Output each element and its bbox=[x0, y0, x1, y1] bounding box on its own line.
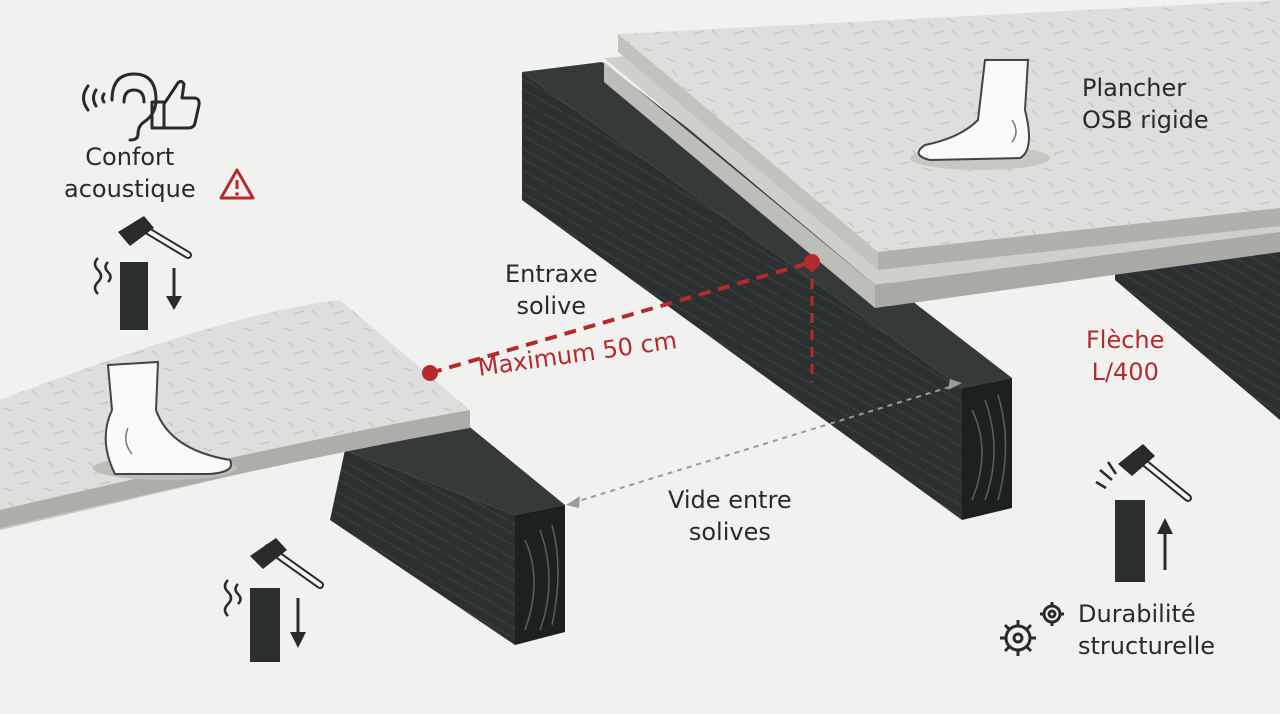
spacing-label: Entraxe solive bbox=[505, 260, 598, 320]
hammer-icon bbox=[1095, 444, 1192, 582]
joist-right bbox=[522, 62, 1012, 520]
thumbs-up-icon bbox=[150, 79, 201, 130]
foot-icon bbox=[93, 360, 237, 480]
joist-left bbox=[330, 415, 565, 645]
durability-label: Durabilité structurelle bbox=[1078, 600, 1216, 660]
joist-far-right bbox=[1115, 250, 1280, 420]
floor-label: Plancher OSB rigide bbox=[1082, 74, 1209, 134]
foot-icon bbox=[910, 59, 1050, 170]
gears-icon bbox=[1000, 602, 1064, 656]
arrow-down-icon bbox=[166, 268, 182, 310]
arrow-down-icon bbox=[290, 598, 306, 648]
spacing-dimension bbox=[422, 254, 820, 382]
void-dimension bbox=[566, 379, 962, 508]
void-label: Vide entre solives bbox=[668, 486, 792, 546]
warning-icon bbox=[219, 168, 255, 200]
hammer-icon bbox=[223, 538, 324, 662]
hammer-icon bbox=[93, 216, 192, 330]
deflection-label: Flèche L/400 bbox=[1086, 326, 1165, 386]
comfort-label: Confort acoustique bbox=[64, 143, 196, 203]
rigid-osb-floor bbox=[604, 0, 1280, 308]
ear-icon bbox=[82, 72, 158, 142]
arrow-up-icon bbox=[1157, 518, 1173, 570]
